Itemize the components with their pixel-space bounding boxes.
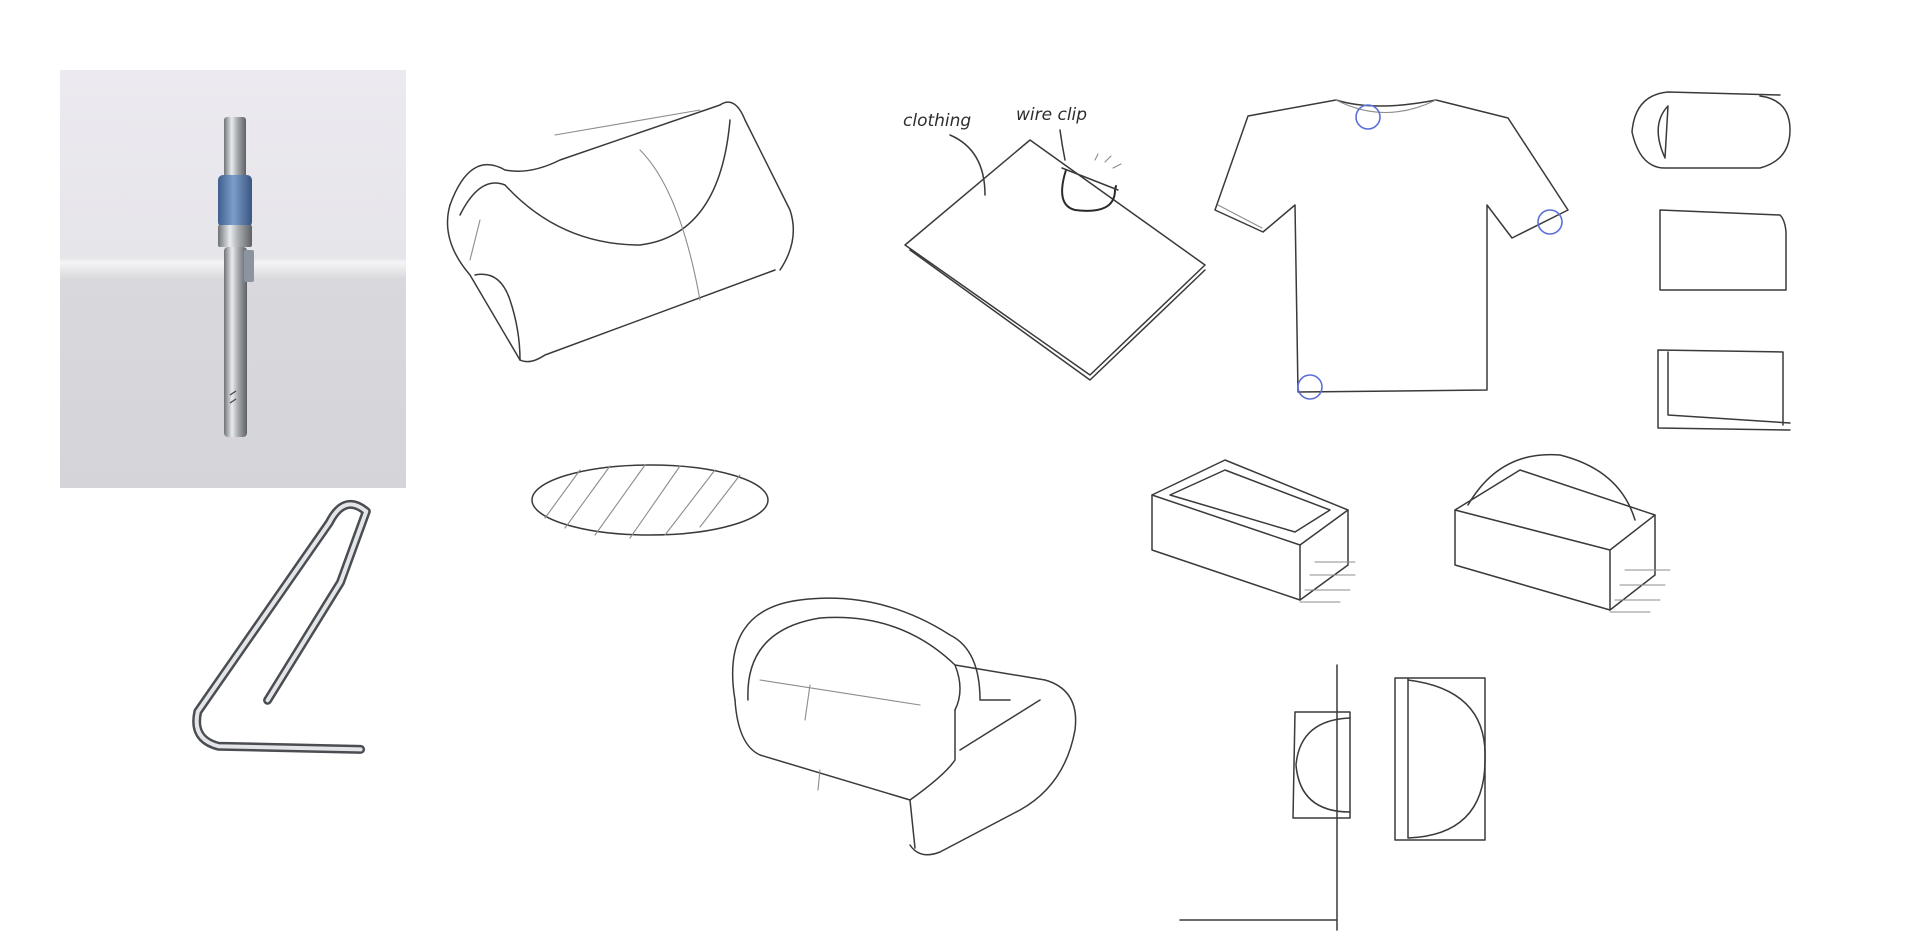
clip-sketch-perspective-1 [446,101,795,363]
hatched-section-sketch [531,464,769,539]
clothing-clip-sketch: clothing wire clip [903,105,1206,381]
wire-clip-label: wire clip [1016,105,1087,125]
pen-photo [60,70,406,488]
paperclip-photo [192,499,371,754]
tshirt-sketch [1214,99,1569,400]
collar-clip-marker [1355,104,1381,130]
clothing-label: clothing [903,111,971,131]
orthographic-sketch [1179,664,1486,931]
sleeve-clip-marker [1537,209,1563,235]
block-clip-sketch-1 [1151,459,1356,603]
clip-profile-sketches [1631,91,1791,431]
clip-sketch-perspective-2 [731,597,1077,856]
hem-clip-marker [1297,374,1323,400]
block-clip-sketch-2 [1454,453,1671,613]
